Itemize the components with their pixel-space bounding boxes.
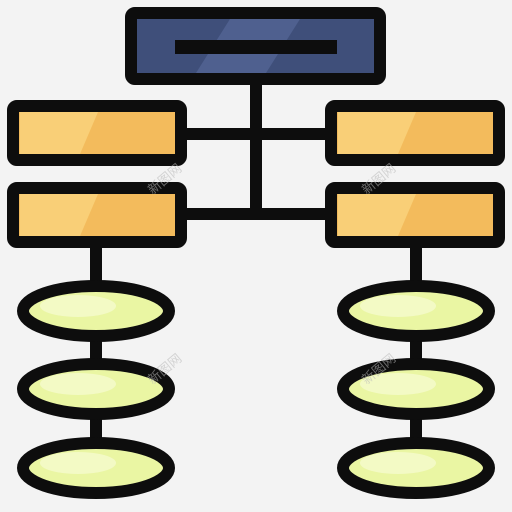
right-oval-1 — [337, 280, 495, 342]
right-oval-2 — [337, 358, 495, 420]
right-oval-3 — [337, 437, 495, 499]
left-oval-2 — [17, 358, 175, 420]
left-oval-3 — [17, 437, 175, 499]
child-box-bottom-left — [7, 182, 187, 248]
child-box-top-right — [325, 100, 505, 166]
root-label-bar — [175, 40, 337, 54]
root-node — [125, 7, 386, 85]
left-oval-1 — [17, 280, 175, 342]
child-box-bottom-right — [325, 182, 505, 248]
child-box-top-left — [7, 100, 187, 166]
